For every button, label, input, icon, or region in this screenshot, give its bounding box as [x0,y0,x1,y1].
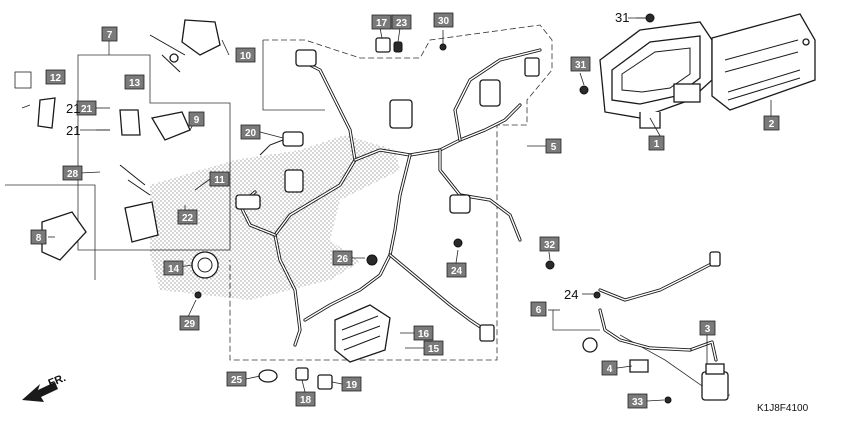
part-17-23 [375,37,403,53]
callout-30-number: 30 [438,16,450,27]
callout-14-number: 14 [168,264,180,275]
ecu-unit [599,21,713,129]
callout-19-number: 19 [346,380,358,391]
callout-23: 23 [391,14,412,30]
group-outline-7 [77,54,231,251]
plain-label-21-a: 21 [66,101,80,116]
callout-10-number: 10 [240,51,252,62]
callout-8: 8 [30,229,47,245]
callout-2-number: 2 [769,119,775,130]
callout-25: 25 [226,371,247,387]
callout-1-number: 1 [654,139,660,150]
part-12 [37,97,56,129]
fuse-box [334,304,391,363]
handle-switch-8 [41,211,87,261]
callout-28: 28 [62,165,83,181]
callout-28-number: 28 [67,169,79,180]
callout-20: 20 [240,124,261,140]
callout-29: 29 [179,315,200,331]
callout-17-number: 17 [376,18,388,29]
callout-26: 26 [332,250,353,266]
callout-24-number: 24 [451,266,463,277]
group-outline-5 [229,24,553,361]
group-outline-6 [552,310,600,331]
callout-4-number: 4 [607,364,613,375]
ignition-switch-assembly [149,19,221,73]
main-wire-harness [235,48,542,347]
bolt-group [194,13,672,404]
callout-13: 13 [124,74,145,90]
plain-label-31: 31 [615,10,629,25]
callout-11: 11 [209,171,230,187]
callout-22: 22 [177,209,198,225]
callout-7: 7 [101,26,118,42]
callout-32-number: 32 [544,240,556,251]
front-direction-arrow: FR. [22,372,68,402]
callout-15: 15 [423,340,444,356]
callout-16-number: 16 [418,329,430,340]
callout-1: 1 [648,135,665,151]
callout-20-number: 20 [245,128,257,139]
diagram-code: K1J8F4100 [757,403,809,414]
ecu-cover [711,13,816,111]
callout-9-number: 9 [194,115,200,126]
callout-3-number: 3 [705,324,711,335]
reference-square [14,71,32,89]
callout-16: 16 [413,325,434,341]
callout-31: 31 [570,56,591,72]
callout-10: 10 [235,47,256,63]
callout-11-number: 11 [214,175,225,186]
ignition-coil [688,340,729,401]
callout-30: 30 [433,12,454,28]
group-outline-5-left [262,40,325,111]
callout-6: 6 [530,301,547,317]
callout-9: 9 [188,111,205,127]
plain-label-21-b: 21 [66,123,80,138]
callout-6-number: 6 [536,305,542,316]
relay-18-19 [295,367,333,390]
sub-harness [582,251,721,373]
callout-14: 14 [163,260,184,276]
callout-7-number: 7 [107,30,113,41]
callout-26-number: 26 [337,254,349,265]
callout-21: 21 [76,100,97,116]
callout-17: 17 [371,14,392,30]
callout-24: 24 [446,262,467,278]
callout-4: 4 [601,360,618,376]
sensor-20 [259,131,304,156]
callout-2: 2 [763,115,780,131]
seat-lock-assembly [119,111,191,196]
callout-5-number: 5 [551,142,557,153]
callout-18: 18 [295,391,316,407]
callout-21-number: 21 [81,104,93,115]
callout-12: 12 [45,69,66,85]
callout-33-number: 33 [632,397,644,408]
grommet-25 [258,369,278,383]
callout-22-number: 22 [182,213,194,224]
callout-5: 5 [545,138,562,154]
callout-31-number: 31 [575,60,587,71]
callout-12-number: 12 [50,73,62,84]
callout-25-number: 25 [231,375,243,386]
callout-19: 19 [341,376,362,392]
callout-29-number: 29 [184,319,196,330]
callouts: 1 2 3 4 5 6 7 8 9 10 11 12 13 14 15 16 1… [30,12,780,409]
lock-cylinder [124,201,159,243]
callout-32: 32 [539,236,560,252]
part-13 [119,109,141,136]
callout-3: 3 [699,320,716,336]
callout-23-number: 23 [396,18,408,29]
callout-18-number: 18 [300,395,312,406]
callout-15-number: 15 [428,344,440,355]
plain-label-24: 24 [564,287,578,302]
callout-13-number: 13 [129,78,141,89]
front-direction-label: FR. [47,372,68,390]
callout-8-number: 8 [36,233,42,244]
callout-33: 33 [627,393,648,409]
group-outline-8 [5,184,96,280]
horn-14 [191,251,219,279]
